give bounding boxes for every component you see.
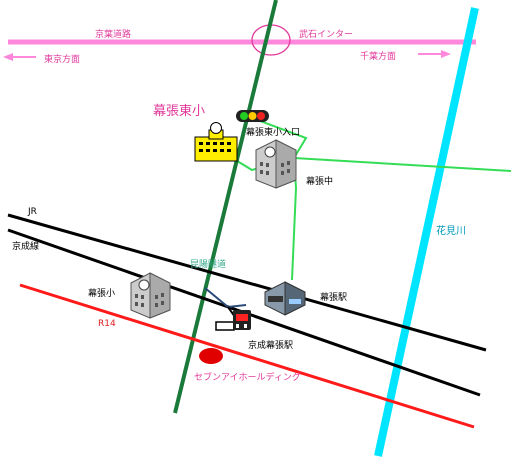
traffic-signal-icon bbox=[236, 110, 269, 122]
elementary-school-icon bbox=[194, 122, 238, 162]
jr-railway bbox=[7, 213, 487, 352]
to-chiba-label: 千葉方面 bbox=[360, 50, 396, 62]
higashi-sho-entrance-label: 幕張東小入口 bbox=[246, 126, 300, 138]
makuhari-higashi-sho-label: 幕張東小 bbox=[153, 103, 205, 119]
seven-and-i-label: セブンアイホールディング bbox=[194, 371, 301, 383]
junior-high-building-icon bbox=[255, 139, 297, 189]
access-route bbox=[213, 117, 511, 281]
takeishi-ic-label: 武石インター bbox=[299, 28, 353, 40]
r14-label: R14 bbox=[98, 319, 116, 329]
keiyo-road-label: 京葉道路 bbox=[95, 28, 131, 40]
station-building-icon bbox=[264, 281, 306, 316]
hanamigawa-label: 花見川 bbox=[436, 224, 466, 237]
makuhari-chu-label: 幕張中 bbox=[306, 175, 333, 187]
to-tokyo-arrow-icon bbox=[3, 53, 36, 61]
school-building-icon bbox=[130, 272, 171, 319]
location-marker-icon bbox=[199, 348, 223, 364]
route-14 bbox=[19, 283, 475, 429]
green-road bbox=[173, 0, 278, 414]
hanamigawa-river bbox=[374, 7, 479, 457]
makuhari-station-label: 幕張駅 bbox=[320, 291, 347, 303]
keisei-line-label: 京成線 bbox=[12, 240, 39, 252]
to-tokyo-label: 東京方面 bbox=[44, 53, 80, 65]
jr-label: JR bbox=[27, 207, 37, 217]
keisei-station-icon bbox=[215, 310, 251, 331]
keisei-makuhari-station-label: 京成幕張駅 bbox=[248, 339, 293, 351]
makuhari-sho-label: 幕張小 bbox=[88, 287, 115, 299]
to-chiba-arrow-icon bbox=[418, 50, 451, 58]
konyo-tunnel-label: 昆陽隧道 bbox=[190, 258, 226, 270]
